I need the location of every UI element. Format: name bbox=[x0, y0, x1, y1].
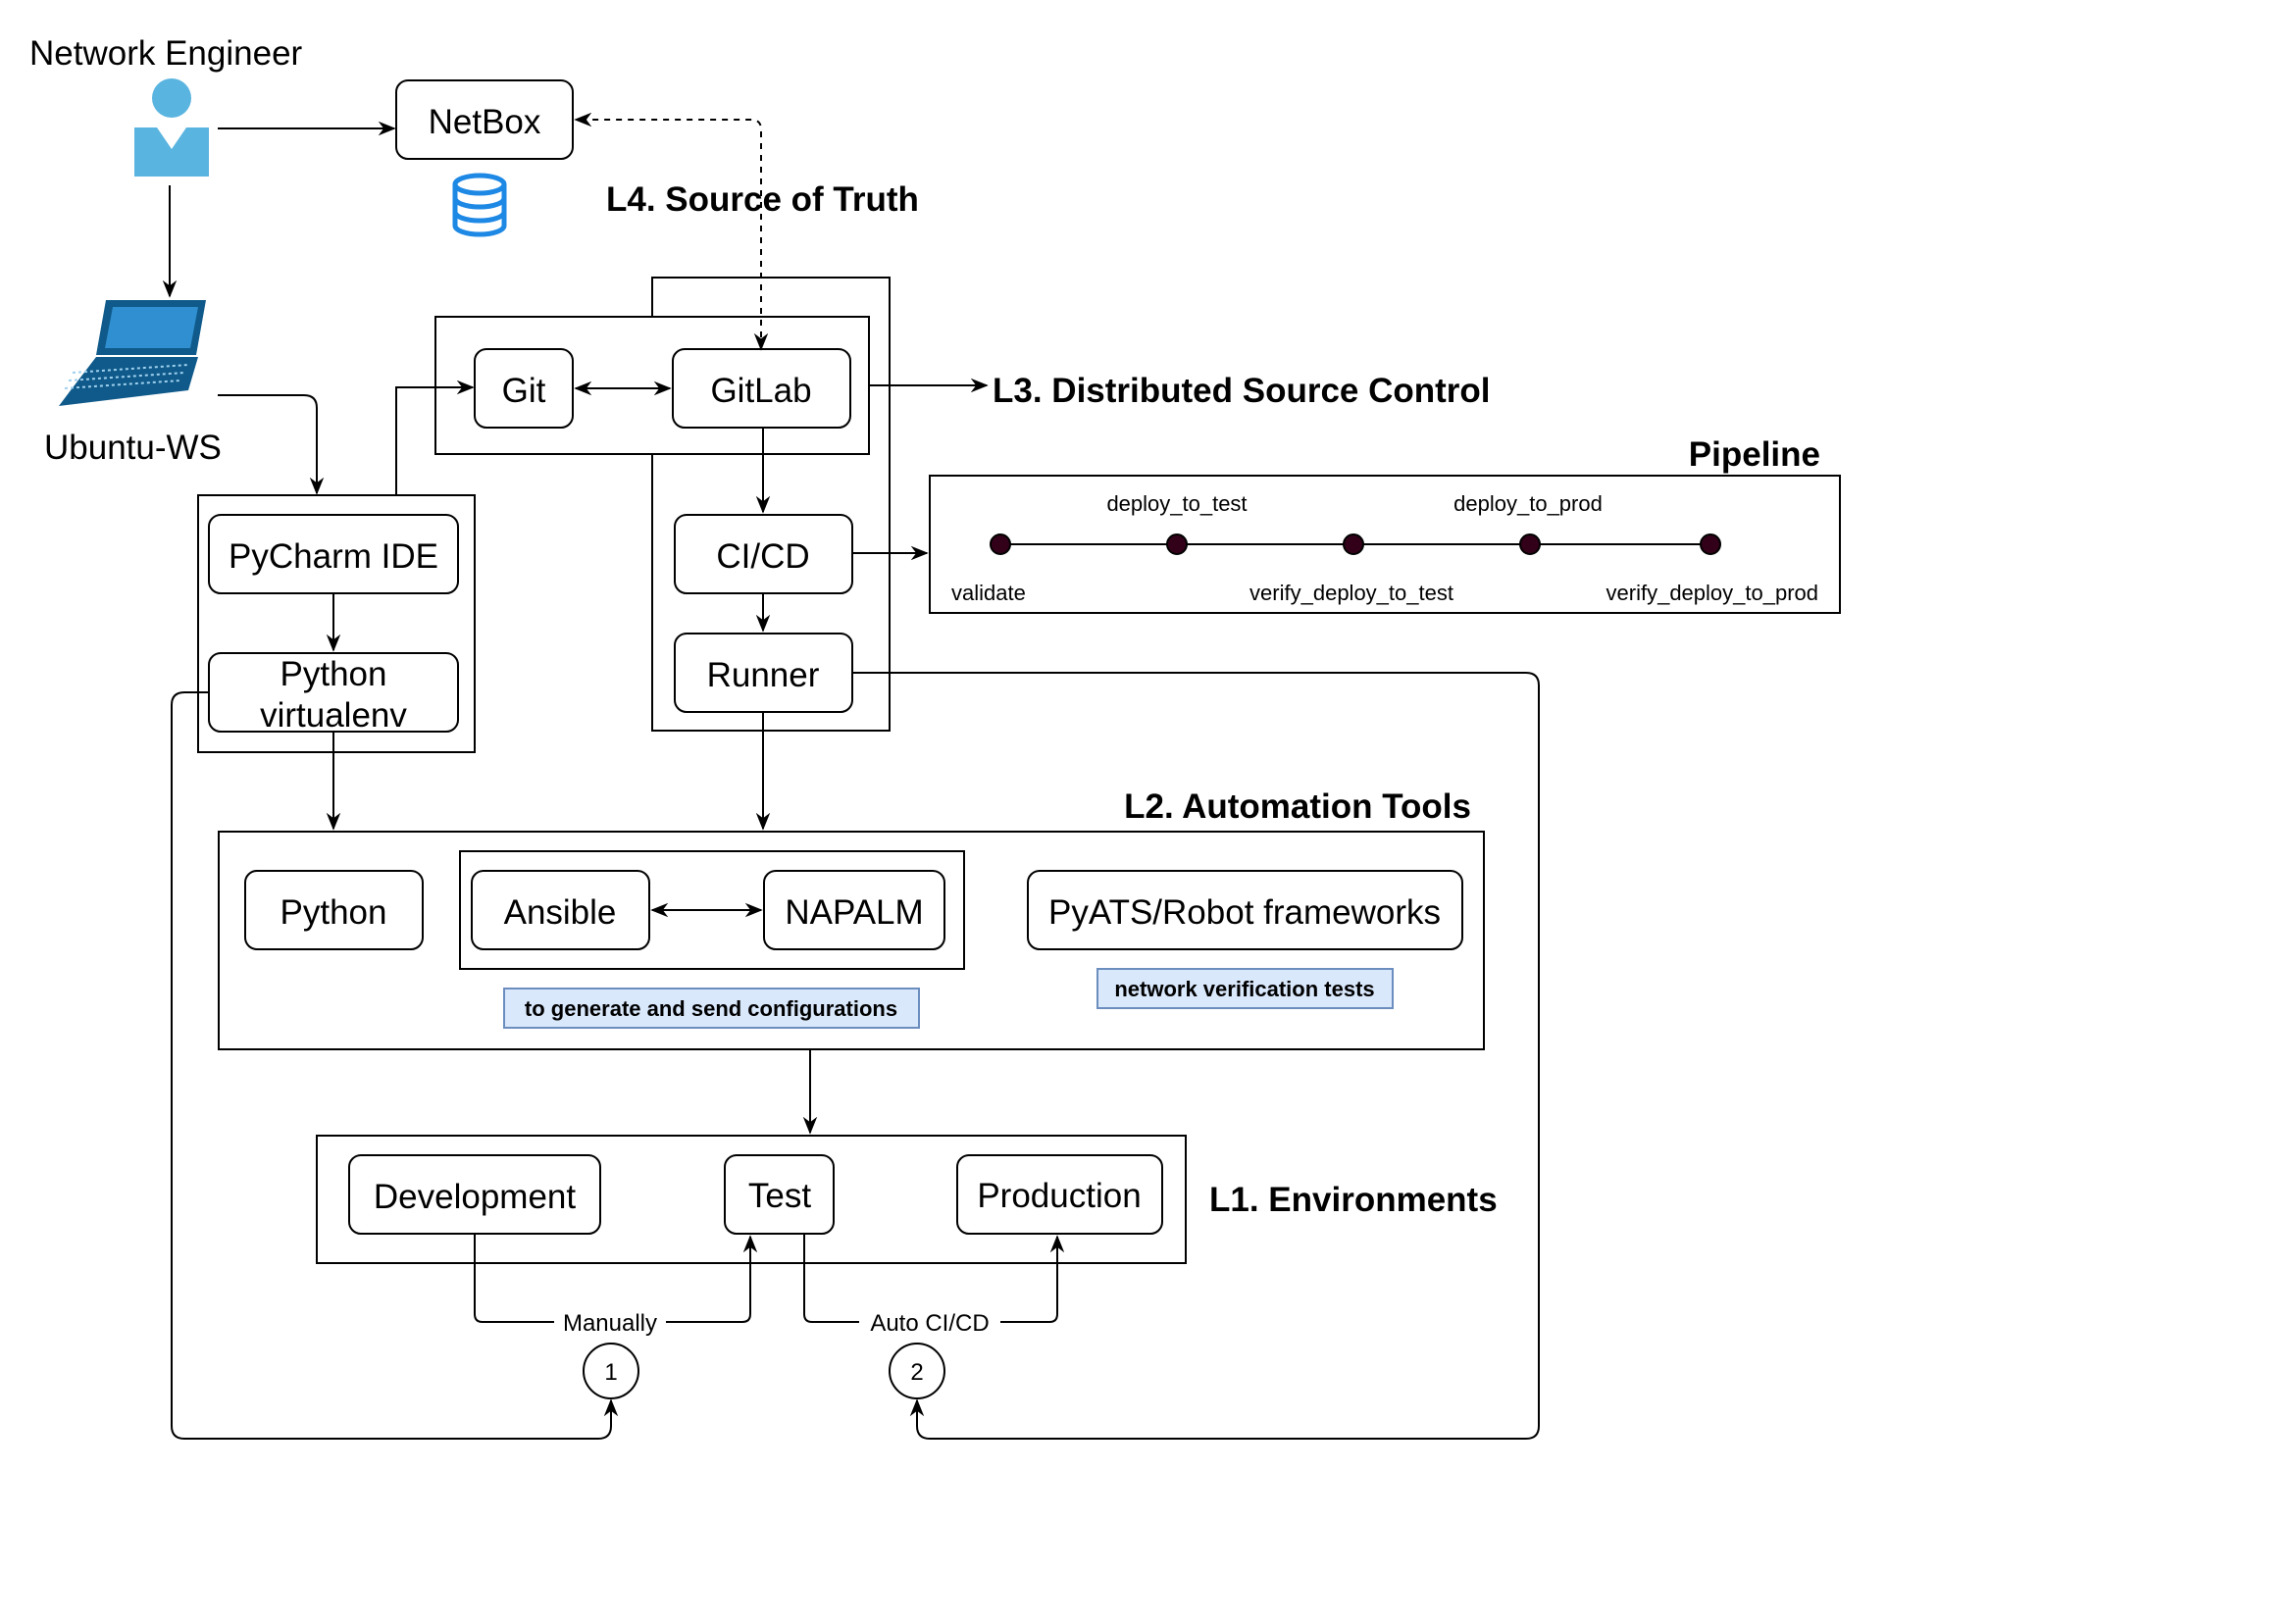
layer-l3-label: L3. Distributed Source Control bbox=[993, 372, 1491, 410]
layer-l1-label: L1. Environments bbox=[1209, 1181, 1498, 1219]
test-box bbox=[724, 1154, 835, 1235]
pipeline-stage-dot bbox=[990, 533, 1011, 555]
user-icon bbox=[134, 78, 209, 177]
manual-label: Manually bbox=[563, 1310, 657, 1337]
edge-venv-manual bbox=[171, 691, 619, 1440]
stage-label-verify-deploy-to-test: verify_deploy_to_test bbox=[1249, 581, 1453, 605]
cicd-label: CI/CD bbox=[716, 537, 809, 576]
edge-ide-git bbox=[395, 380, 475, 495]
layer-l2-label: L2. Automation Tools bbox=[1124, 787, 1471, 826]
edge-runner-auto bbox=[852, 672, 1540, 1440]
edge-laptop-ide bbox=[218, 394, 325, 495]
stage-label-validate: validate bbox=[951, 581, 1026, 605]
manual-label-bg bbox=[554, 1308, 666, 1336]
netbox-box bbox=[395, 79, 574, 160]
stage-label-deploy-to-test: deploy_to_test bbox=[1106, 491, 1247, 516]
laptop-icon bbox=[59, 300, 206, 406]
auto-label: Auto CI/CD bbox=[870, 1310, 989, 1337]
napalm-box bbox=[763, 870, 945, 950]
python-label: Python bbox=[280, 893, 387, 932]
ansible-note: to generate and send configurations bbox=[525, 996, 897, 1021]
workstation-label: Ubuntu-WS bbox=[44, 429, 222, 467]
pyats-box bbox=[1027, 870, 1463, 950]
pyats-note: network verification tests bbox=[1114, 977, 1374, 1001]
edge-gitlab-netbox bbox=[574, 112, 769, 351]
step-2-label: 2 bbox=[910, 1359, 923, 1386]
ansible-label: Ansible bbox=[504, 893, 617, 932]
netbox-label: NetBox bbox=[429, 103, 541, 141]
pipeline-title: Pipeline bbox=[1689, 435, 1820, 474]
test-label: Test bbox=[748, 1177, 811, 1215]
connectors bbox=[162, 112, 1540, 1440]
development-label: Development bbox=[374, 1178, 576, 1216]
production-label: Production bbox=[977, 1177, 1141, 1215]
pipeline-stage-dot bbox=[1700, 533, 1721, 555]
step-1-label: 1 bbox=[604, 1359, 617, 1386]
engineer-label: Network Engineer bbox=[29, 34, 303, 73]
runner-label: Runner bbox=[707, 656, 820, 694]
database-icon bbox=[452, 173, 507, 237]
napalm-label: NAPALM bbox=[785, 893, 923, 932]
stage-label-deploy-to-prod: deploy_to_prod bbox=[1453, 491, 1603, 516]
python-box bbox=[244, 870, 424, 950]
pipeline-stage-dot bbox=[1519, 533, 1541, 555]
pipeline-stage-dot bbox=[1343, 533, 1364, 555]
stage-label-verify-deploy-to-prod: verify_deploy_to_prod bbox=[1606, 581, 1818, 605]
git-label: Git bbox=[502, 372, 546, 410]
git-box bbox=[474, 348, 574, 429]
pyats-note-box bbox=[1096, 968, 1394, 1009]
pyats-label: PyATS/Robot frameworks bbox=[1048, 893, 1441, 932]
layer-l4-label: L4. Source of Truth bbox=[606, 180, 919, 219]
production-box bbox=[956, 1154, 1163, 1235]
ansible-note-box bbox=[503, 988, 920, 1029]
step-1-circle bbox=[583, 1343, 639, 1399]
virtualenv-label-line2: virtualenv bbox=[260, 696, 407, 735]
auto-label-bg bbox=[859, 1308, 1000, 1336]
pycharm-label: PyCharm IDE bbox=[229, 537, 438, 576]
pipeline-stages bbox=[990, 533, 1721, 555]
pipeline-stage-dot bbox=[1166, 533, 1188, 555]
ansible-box bbox=[471, 870, 650, 950]
virtualenv-label-line1: Python bbox=[280, 655, 387, 693]
gitlab-label: GitLab bbox=[710, 372, 811, 410]
step-2-circle bbox=[889, 1343, 945, 1399]
